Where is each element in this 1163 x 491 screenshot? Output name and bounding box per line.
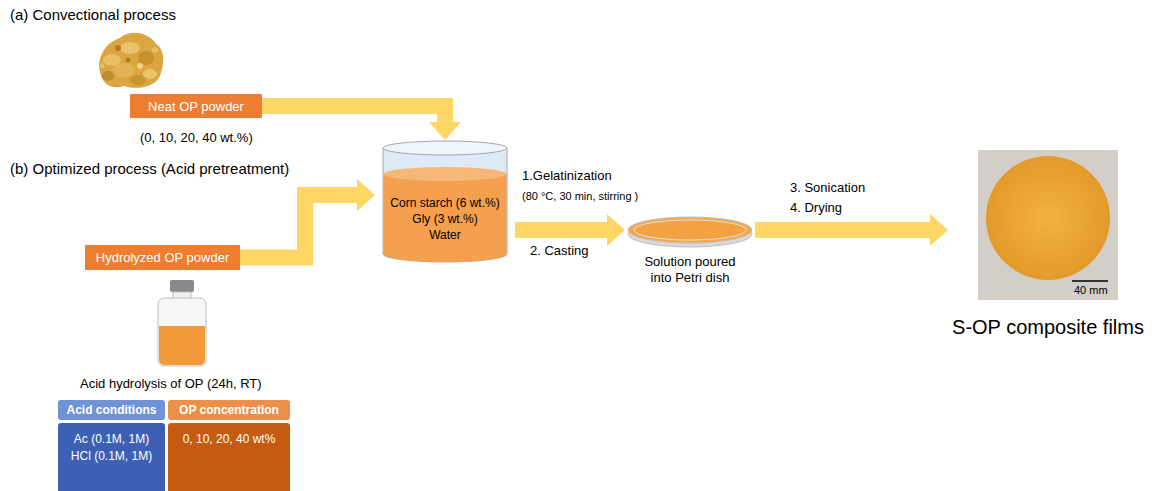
arrow-head bbox=[930, 214, 948, 246]
ingredient-text: Corn starch (6 wt.%) bbox=[390, 195, 499, 211]
arrow-head bbox=[357, 179, 375, 211]
beaker-glass bbox=[383, 148, 507, 262]
text-label: (80 °C, 30 min, stirring ) bbox=[522, 190, 638, 202]
process-arrow bbox=[755, 214, 948, 246]
panel-body: Ac (0.1M, 1M)HCl (0.1M, 1M) bbox=[58, 423, 165, 491]
arrow-head bbox=[429, 122, 461, 140]
panel-heading: Acid conditions bbox=[58, 400, 165, 420]
box-text: Hydrolyzed OP powder bbox=[96, 250, 229, 265]
arrow-head bbox=[607, 214, 625, 246]
beaker-liquid bbox=[384, 174, 507, 262]
beaker-rim bbox=[383, 141, 507, 155]
film-photo bbox=[978, 150, 1118, 300]
text-label: (b) Optimized process (Acid pretreatment… bbox=[10, 160, 289, 177]
step-caption: Solution poured into Petri dish bbox=[638, 254, 742, 286]
process-arrow bbox=[515, 214, 625, 246]
panel-text: 0, 10, 20, 40 wt% bbox=[168, 431, 290, 448]
arrow-shaft bbox=[240, 195, 357, 258]
petri-dish-shape bbox=[625, 212, 755, 248]
obox-node: Hydrolyzed OP powder bbox=[85, 245, 240, 270]
film-text: 40 mm bbox=[1074, 284, 1108, 296]
arrow-shaft bbox=[755, 222, 930, 238]
panel-heading: OP concentration bbox=[168, 400, 290, 420]
petri-node: Solution poured into Petri dish bbox=[625, 212, 755, 300]
arrow-shaft bbox=[515, 222, 607, 238]
petri-caption: Solution poured into Petri dish bbox=[638, 254, 742, 286]
scale-bar bbox=[1072, 280, 1108, 282]
text-label: (a) Convectional process bbox=[10, 6, 176, 23]
process-arrow bbox=[240, 179, 375, 258]
text-label: Acid hydrolysis of OP (24h, RT) bbox=[80, 376, 262, 391]
text-label: 2. Casting bbox=[530, 243, 589, 258]
powder-illustration bbox=[99, 33, 163, 88]
panel-node: Acid conditions Ac (0.1M, 1M)HCl (0.1M, 1… bbox=[58, 400, 165, 491]
liquid-surface bbox=[384, 167, 507, 181]
box-text: Neat OP powder bbox=[148, 99, 244, 114]
text-label: (0, 10, 20, 40 wt.%) bbox=[140, 130, 253, 145]
panel-body: 0, 10, 20, 40 wt% bbox=[168, 423, 290, 491]
panel-text: Ac (0.1M, 1M) bbox=[58, 431, 165, 448]
film-text: S-OP composite films bbox=[948, 316, 1148, 339]
panel-text: HCl (0.1M, 1M) bbox=[58, 448, 165, 465]
text-label: 4. Drying bbox=[790, 200, 842, 215]
text-label: 1.Gelatinization bbox=[522, 168, 612, 183]
process-arrow bbox=[262, 106, 461, 140]
bottle-illustration bbox=[158, 280, 206, 366]
panel-node: OP concentration 0, 10, 20, 40 wt% bbox=[168, 400, 290, 491]
obox-node: Neat OP powder bbox=[130, 94, 262, 118]
film-node: 40 mm S-OP composite films bbox=[948, 150, 1148, 345]
arrow-shaft bbox=[262, 106, 445, 122]
ingredient-text: Water bbox=[429, 227, 461, 243]
ingredient-text: Gly (3 wt.%) bbox=[412, 211, 477, 227]
text-label: 3. Sonication bbox=[790, 180, 865, 195]
beaker-node: Corn starch (6 wt.%)Gly (3 wt.%)Water bbox=[375, 140, 515, 264]
beaker-content: Corn starch (6 wt.%)Gly (3 wt.%)Water bbox=[383, 184, 507, 254]
